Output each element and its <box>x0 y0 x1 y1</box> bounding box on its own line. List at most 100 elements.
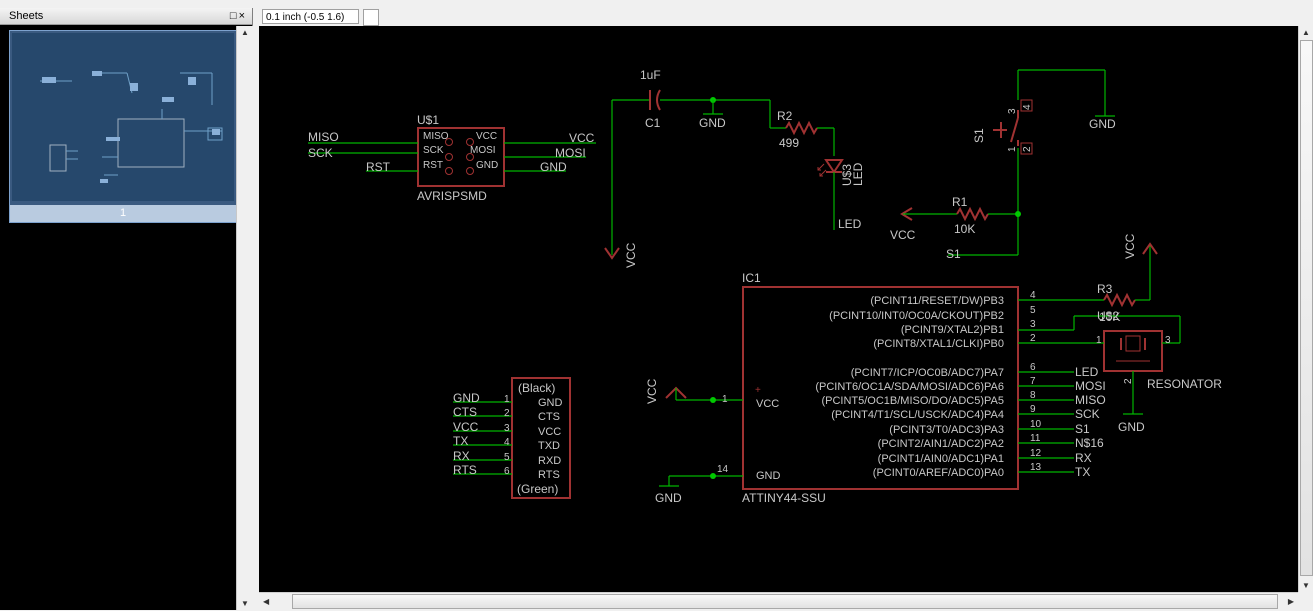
ftdi-pin-label: VCC <box>538 426 561 438</box>
microcontroller-ic1[interactable]: IC1 ATTINY44-SSU + VCC GND VCC 1 GND 14 … <box>645 271 1106 505</box>
isp-connector-u1[interactable]: U$1 AVRISPSMD MISO SCK RST VCC MOSI GND … <box>308 113 596 203</box>
ic1-pin-number: 2 <box>1030 333 1036 344</box>
ftdi-pin-number: 2 <box>504 408 510 419</box>
sheets-panel: Sheets □× <box>0 8 253 610</box>
canvas-vertical-scrollbar[interactable]: ▲ ▼ <box>1298 26 1313 592</box>
isp-value: AVRISPSMD <box>417 189 487 203</box>
net-label-sck: SCK <box>308 146 333 160</box>
ic1-gnd-pin: GND <box>756 470 781 482</box>
net-label-rst: RST <box>366 160 391 174</box>
ic1-pin-label: (PCINT4/T1/SCL/USCK/ADC4)PA4 <box>831 409 1004 421</box>
ftdi-pin-number: 1 <box>504 394 510 405</box>
isp-name: U$1 <box>417 113 439 127</box>
ic1-pin-number: 10 <box>1030 419 1042 430</box>
ic1-pin-net-label: SCK <box>1075 407 1100 421</box>
s1-net-label: S1 <box>946 247 961 261</box>
ic1-gnd-pin-num: 14 <box>717 464 729 475</box>
vertical-scroll-thumb[interactable] <box>1300 40 1313 576</box>
sheet-thumbnail[interactable]: 1 <box>9 30 237 223</box>
command-input[interactable] <box>363 9 379 26</box>
ftdi-pin-number: 5 <box>504 452 510 463</box>
ic1-vcc-pin: VCC <box>756 398 779 410</box>
scroll-up-arrow-icon[interactable]: ▲ <box>241 28 249 37</box>
switch-s1[interactable]: GND S1 3 4 1 2 <box>972 69 1116 255</box>
ic1-pin-label: (PCINT0/AREF/ADC0)PA0 <box>873 467 1004 479</box>
scroll-up-arrow-icon[interactable]: ▲ <box>1302 28 1310 37</box>
ic1-pin-label: (PCINT8/XTAL1/CLKI)PB0 <box>873 338 1004 350</box>
switch-pin-3: 3 <box>1007 108 1018 114</box>
scroll-down-arrow-icon[interactable]: ▼ <box>241 599 249 608</box>
ic1-pin-number: 11 <box>1030 433 1041 444</box>
resistor-r2[interactable]: R2 499 <box>769 100 835 156</box>
switch-pin-1: 1 <box>1007 146 1018 152</box>
ftdi-pin-label: GND <box>538 397 563 409</box>
led-name: U$3 <box>840 164 854 186</box>
ic1-pin-net-label: S1 <box>1075 422 1090 436</box>
ic1-gnd-net: GND <box>655 491 682 505</box>
resistor-r1[interactable]: R1 10K VCC S1 <box>890 195 1021 261</box>
resonator-pin-1: 1 <box>1096 335 1102 346</box>
ic1-pin-label: (PCINT2/AIN1/ADC2)PA2 <box>878 438 1004 450</box>
sheet-preview <box>12 33 234 201</box>
r2-name: R2 <box>777 109 793 123</box>
resonator-pin-2: 2 <box>1123 378 1134 384</box>
ic1-pin-net-label: LED <box>1075 365 1099 379</box>
c1-gnd-label: GND <box>699 116 726 130</box>
sheets-panel-header: Sheets □× <box>0 8 252 25</box>
r2-value: 499 <box>779 136 799 150</box>
switch-gnd-label: GND <box>1089 117 1116 131</box>
ic1-polarity-mark: + <box>755 385 761 396</box>
ftdi-top-label: (Black) <box>518 381 555 395</box>
scroll-right-arrow-icon[interactable]: ▶ <box>1287 597 1294 606</box>
ftdi-net-label: GND <box>453 391 480 405</box>
resonator-u2[interactable]: U$2 RESONATOR 1 3 2 GND <box>1018 309 1222 434</box>
ic1-pin-net-label: RX <box>1075 451 1092 465</box>
ic1-pin-net-label: MOSI <box>1075 379 1106 393</box>
ic1-pin-number: 7 <box>1030 376 1036 387</box>
capacitor-c1[interactable]: 1uF C1 GND VCC <box>604 68 770 268</box>
scroll-left-arrow-icon[interactable]: ◀ <box>263 597 270 606</box>
ftdi-net-label: RX <box>453 449 470 463</box>
resonator-pin-3: 3 <box>1165 335 1171 346</box>
ftdi-bottom-label: (Green) <box>517 482 558 496</box>
led-u3[interactable]: U$3 LED LED <box>817 159 865 231</box>
ic1-pin-number: 3 <box>1030 319 1036 330</box>
canvas-horizontal-scrollbar[interactable]: ◀ ▶ <box>259 592 1298 611</box>
resonator-gnd-label: GND <box>1118 420 1145 434</box>
ftdi-pin-number: 4 <box>504 437 510 448</box>
ftdi-pin-number: 3 <box>504 423 510 434</box>
r3-value: 10K <box>1099 310 1120 324</box>
ic1-pin-label: (PCINT11/RESET/DW)PB3 <box>870 295 1004 307</box>
resonator-name: U$2 <box>1097 309 1119 323</box>
isp-pin-sck: SCK <box>423 145 444 156</box>
r1-name: R1 <box>952 195 968 209</box>
ic1-pin-label: (PCINT5/OC1B/MISO/DO/ADC5)PA5 <box>821 395 1004 407</box>
ic1-pin-label: (PCINT6/OC1A/SDA/MOSI/ADC6)PA6 <box>815 381 1004 393</box>
resistor-r3[interactable]: VCC R3 10K <box>1018 233 1158 324</box>
ic1-pin-number: 12 <box>1030 448 1042 459</box>
ic1-name: IC1 <box>742 271 761 285</box>
net-label-miso: MISO <box>308 130 339 144</box>
schematic-canvas[interactable]: .w { stroke:#00b400; stroke-width:1.2; f… <box>259 26 1298 592</box>
r3-name: R3 <box>1097 282 1113 296</box>
ic1-pin-label: (PCINT10/INT0/OC0A/CKOUT)PB2 <box>829 310 1004 322</box>
horizontal-scroll-thumb[interactable] <box>292 594 1278 609</box>
ftdi-net-label: TX <box>453 434 468 448</box>
ic1-pin-net-label: N$16 <box>1075 436 1104 450</box>
sheets-panel-title: Sheets <box>9 10 44 22</box>
scroll-down-arrow-icon[interactable]: ▼ <box>1302 581 1310 590</box>
ftdi-pin-label: RXD <box>538 455 561 467</box>
isp-pin-rst: RST <box>423 160 443 171</box>
c1-name: C1 <box>645 116 661 130</box>
ic1-pin-label: (PCINT7/ICP/OC0B/ADC7)PA7 <box>851 367 1004 379</box>
panel-window-buttons[interactable]: □× <box>229 10 247 22</box>
ftdi-net-label: RTS <box>453 463 477 477</box>
ic1-value: ATTINY44-SSU <box>742 491 826 505</box>
switch-pin-2: 2 <box>1022 146 1033 152</box>
r3-vcc-label: VCC <box>1123 233 1137 259</box>
resonator-value: RESONATOR <box>1147 377 1222 391</box>
sheets-panel-scrollbar[interactable]: ▲ ▼ <box>236 26 253 610</box>
ic1-pin-label: (PCINT3/T0/ADC3)PA3 <box>889 424 1004 436</box>
